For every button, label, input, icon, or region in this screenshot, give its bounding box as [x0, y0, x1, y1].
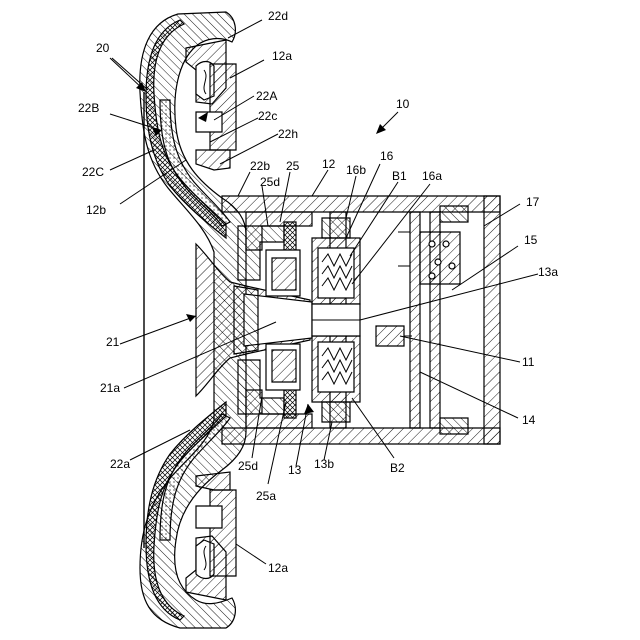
label-13b: 13b — [314, 457, 334, 471]
label-17: 17 — [526, 195, 540, 209]
label-22d: 22d — [268, 9, 288, 23]
label-20: 20 — [96, 41, 110, 55]
label-25: 25 — [286, 159, 300, 173]
label-14: 14 — [522, 413, 536, 427]
label-13: 13 — [288, 463, 302, 477]
label-22B: 22B — [78, 101, 99, 115]
label-22C: 22C — [82, 165, 104, 179]
label-21: 21 — [106, 335, 120, 349]
label-21a: 21a — [100, 381, 120, 395]
upper-clip — [186, 40, 236, 170]
label-12a-bot: 12a — [268, 561, 288, 575]
label-22c: 22c — [258, 109, 277, 123]
label-15: 15 — [524, 233, 538, 247]
label-25a: 25a — [256, 489, 276, 503]
label-11: 11 — [522, 355, 535, 369]
label-22h: 22h — [278, 127, 298, 141]
label-16a: 16a — [422, 169, 442, 183]
label-13a: 13a — [538, 265, 558, 279]
label-12: 12 — [322, 157, 336, 171]
driver-unit — [312, 218, 360, 422]
label-B2: B2 — [390, 461, 405, 475]
label-22a: 22a — [110, 457, 130, 471]
label-25d-bot: 25d — [238, 459, 258, 473]
label-25d-top: 25d — [260, 175, 280, 189]
label-12b: 12b — [86, 203, 106, 217]
label-10: 10 — [396, 97, 410, 111]
label-22A: 22A — [256, 89, 277, 103]
label-B1: B1 — [392, 169, 407, 183]
label-22b: 22b — [250, 159, 270, 173]
circuit-board — [376, 206, 468, 434]
label-16b: 16b — [346, 163, 366, 177]
label-12a-top: 12a — [272, 49, 292, 63]
label-16: 16 — [380, 149, 394, 163]
